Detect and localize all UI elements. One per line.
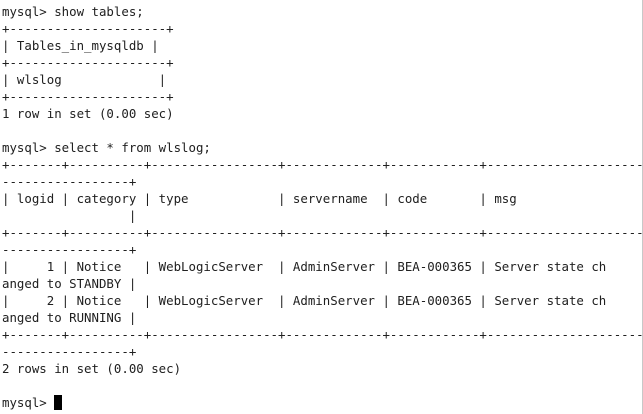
terminal-line: mysql> select * from wlslog; <box>2 140 211 155</box>
terminal-line: | <box>2 208 137 223</box>
terminal-line: anged to RUNNING | <box>2 310 137 325</box>
terminal-prompt-line[interactable]: mysql> <box>2 394 643 411</box>
terminal-line: 2 rows in set (0.00 sec) <box>2 361 182 376</box>
terminal-line: +-------+----------+-----------------+--… <box>2 157 643 172</box>
terminal-line: | 1 | Notice | WebLogicServer | AdminSer… <box>2 259 607 274</box>
terminal-line <box>2 122 643 139</box>
terminal-line: | 2 | Notice | WebLogicServer | AdminSer… <box>2 293 607 308</box>
mysql-prompt: mysql> <box>2 395 55 410</box>
terminal-line: -----------------+ <box>2 344 137 359</box>
terminal-line: | Tables_in_mysqldb | <box>2 38 159 53</box>
terminal-line: | logid | category | type | servername |… <box>2 191 517 206</box>
terminal-line: +---------------------+ <box>2 21 174 36</box>
terminal-line: +---------------------+ <box>2 55 174 70</box>
terminal-line: +-------+----------+-----------------+--… <box>2 327 643 342</box>
terminal-output: mysql> show tables; +--------------------… <box>2 3 643 411</box>
terminal-line: -----------------+ <box>2 242 137 257</box>
terminal-line: mysql> show tables; <box>2 4 144 19</box>
terminal-line: +-------+----------+-----------------+--… <box>2 225 643 240</box>
terminal-line <box>2 377 643 394</box>
terminal-line: 1 row in set (0.00 sec) <box>2 106 174 121</box>
text-cursor <box>54 395 63 410</box>
terminal-line: -----------------+ <box>2 174 137 189</box>
terminal-line: anged to STANDBY | <box>2 276 137 291</box>
terminal-line: | wlslog | <box>2 72 167 87</box>
terminal-line: +---------------------+ <box>2 89 174 104</box>
